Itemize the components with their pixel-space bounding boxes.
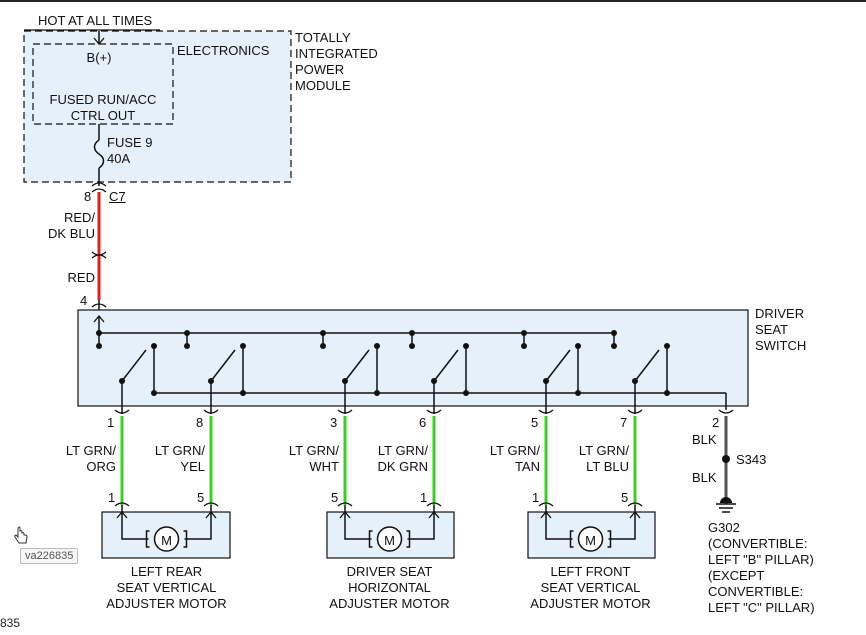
motor-3: M 1 5 [527, 490, 656, 559]
switch-contact-5 [521, 330, 581, 414]
ground-wire-upper: BLK [692, 432, 717, 447]
driver-seat-switch-box [77, 309, 749, 407]
switch-pin-4: 4 [80, 293, 88, 308]
motors: M 1 5M 5 1M 1 5 [101, 490, 656, 559]
output-wire-color: LT GRN/ ORG [65, 443, 116, 474]
hot-at-all-times-label: HOT AT ALL TIMES [38, 13, 153, 28]
fused-out-label: FUSED RUN/ACC CTRL OUT [49, 92, 157, 123]
motor-icon [376, 526, 403, 552]
switch-output-pin: 1 [107, 415, 115, 430]
ground-connector [718, 409, 734, 414]
driver-seat-switch-label: DRIVER SEAT SWITCH [755, 306, 807, 353]
output-wire-color: LT GRN/ YEL [154, 443, 205, 474]
tipm-name: TOTALLY INTEGRATED POWER MODULE [295, 30, 378, 93]
motor-pin-right: 1 [420, 490, 427, 505]
motor-icon [153, 526, 180, 552]
c7-pin: 8 [84, 189, 92, 204]
motor-pin-left: 1 [532, 490, 539, 505]
top-border [0, 0, 866, 2]
motor-symbol: M [384, 533, 395, 548]
switch-contact-3 [320, 330, 380, 414]
switch-output-pin: 7 [620, 415, 628, 430]
image-id-tag: va226835 [20, 548, 79, 564]
output-wire-color: LT GRN/ DK GRN [377, 443, 428, 474]
ground-pin: 2 [712, 415, 720, 430]
switch-output-pin: 6 [419, 415, 427, 430]
switch-output-pin: 5 [531, 415, 539, 430]
motor-pin-left: 5 [331, 490, 338, 505]
motor-name: LEFT REAR SEAT VERTICAL ADJUSTER MOTOR [106, 564, 227, 611]
feed-wire-lower: RED [67, 270, 95, 285]
fuse-label: FUSE 9 40A [107, 135, 153, 166]
switch-contacts [96, 330, 670, 414]
output-wires [114, 416, 643, 512]
motor-name: LEFT FRONT SEAT VERTICAL ADJUSTER MOTOR [530, 564, 651, 611]
switch-contact-1 [96, 330, 157, 414]
feed-wire-upper: RED/ DK BLU [48, 210, 95, 241]
hot-arrow [93, 37, 105, 46]
switch-contact-6 [611, 330, 670, 414]
corner-text: 835 [0, 616, 21, 630]
motor-2: M 5 1 [326, 490, 455, 559]
motor-pin-right: 5 [197, 490, 204, 505]
hand-cursor-icon [14, 526, 28, 544]
s343-splice [722, 455, 730, 463]
g302-label: G302 (CONVERTIBLE: LEFT "B" PILLAR) (EXC… [708, 520, 815, 615]
motor-symbol: M [585, 533, 596, 548]
ground-wire-lower: BLK [692, 470, 717, 485]
output-wire-color: LT GRN/ LT BLU [578, 443, 629, 474]
motor-name: DRIVER SEAT HORIZONTAL ADJUSTER MOTOR [329, 564, 450, 611]
switch-contact-2 [184, 330, 246, 414]
motor-icon [577, 526, 604, 552]
switch-contact-4 [409, 330, 469, 414]
motor-symbol: M [161, 533, 172, 548]
electronics-box [32, 43, 174, 125]
c7-connector [91, 182, 107, 193]
motor-1: M 1 5 [101, 490, 231, 559]
switch-output-pin: 8 [196, 415, 204, 430]
motor-pin-right: 5 [621, 490, 628, 505]
fuse-symbol [93, 139, 105, 169]
bplus-label: B(+) [86, 50, 112, 65]
c7-name: C7 [109, 189, 126, 204]
electronics-label: ELECTRONICS [177, 43, 270, 58]
motor-pin-left: 1 [108, 490, 115, 505]
s343-label: S343 [736, 452, 767, 467]
output-wire-color: LT GRN/ WHT [288, 443, 339, 474]
inline-connector [91, 251, 107, 259]
output-wire-color: LT GRN/ TAN [489, 443, 540, 474]
switch-output-pin: 3 [330, 415, 338, 430]
ground-symbol [720, 497, 732, 503]
